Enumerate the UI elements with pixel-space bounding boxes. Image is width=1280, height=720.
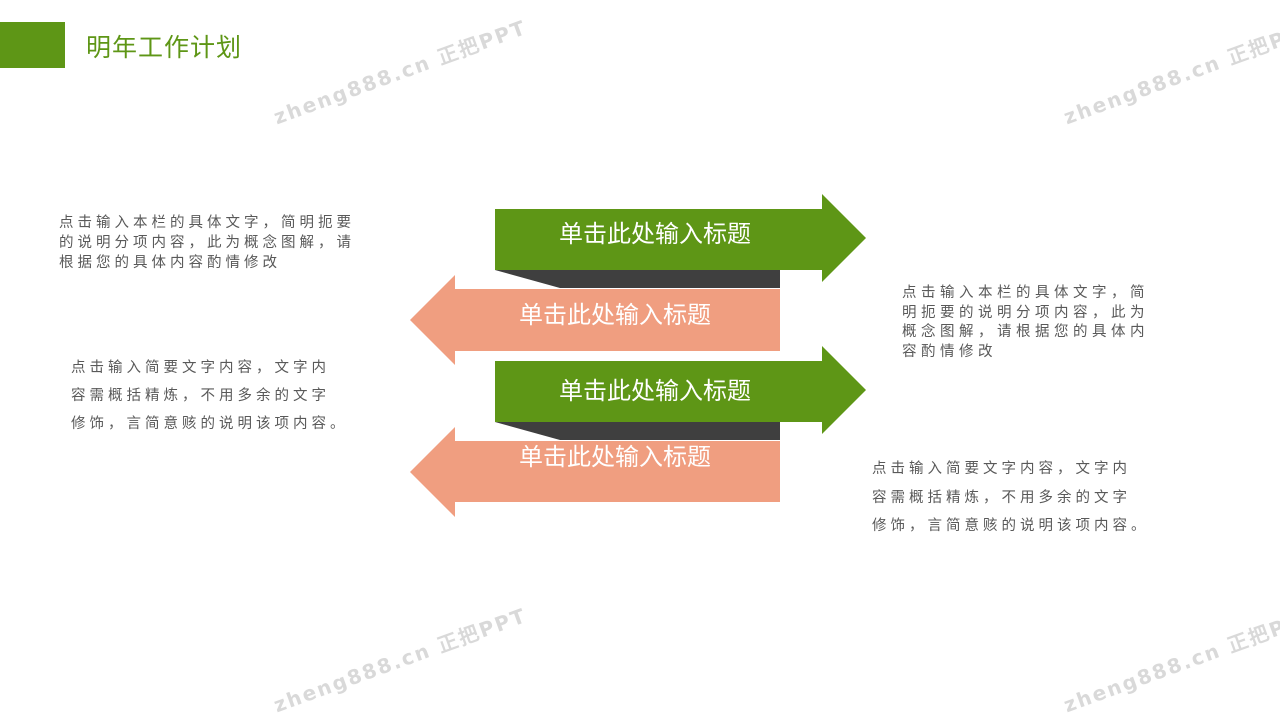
text-line: 的说明分项内容，此为概念图解，请: [59, 235, 355, 251]
arrow-title-1[interactable]: 单击此处输入标题: [559, 220, 751, 248]
text-line: 明扼要的说明分项内容，此为: [902, 304, 1149, 321]
left-arrow-2[interactable]: [410, 275, 780, 365]
arrow-title-3[interactable]: 单击此处输入标题: [559, 377, 751, 405]
text-line: 容需概括精炼，不用多余的文字: [872, 489, 1131, 506]
text-line: 容酌情修改: [902, 343, 997, 360]
text-line: 修饰，言简意赅的说明该项内容。: [872, 518, 1150, 534]
text-line: 修饰，言简意赅的说明该项内容。: [71, 416, 349, 432]
text-block-right-top[interactable]: 点击输入本栏的具体文字，简 明扼要的说明分项内容，此为 概念图解，请根据您的具体…: [902, 284, 1149, 362]
text-line: 点击输入本栏的具体文字，简明扼要: [59, 215, 355, 231]
page-title: 明年工作计划: [86, 33, 243, 62]
right-arrow-1[interactable]: [495, 194, 866, 282]
text-line: 概念图解，请根据您的具体内: [902, 324, 1149, 340]
text-line: 点击输入简要文字内容，文字内: [71, 360, 330, 376]
arrow-shadow: [495, 270, 780, 288]
text-block-left-top[interactable]: 点击输入本栏的具体文字，简明扼要 的说明分项内容，此为概念图解，请 根据您的具体…: [59, 213, 355, 273]
title-accent-bar: [0, 22, 65, 68]
text-block-right-bottom[interactable]: 点击输入简要文字内容，文字内 容需概括精炼，不用多余的文字 修饰，言简意赅的说明…: [872, 455, 1150, 541]
text-line: 点击输入简要文字内容，文字内: [872, 461, 1131, 477]
text-line: 根据您的具体内容酌情修改: [59, 255, 281, 271]
text-block-left-bottom[interactable]: 点击输入简要文字内容，文字内 容需概括精炼，不用多余的文字 修饰，言简意赅的说明…: [71, 354, 349, 438]
arrow-title-4[interactable]: 单击此处输入标题: [519, 443, 711, 471]
arrow-shadow: [495, 422, 780, 440]
arrow-title-2[interactable]: 单击此处输入标题: [519, 301, 711, 329]
text-line: 点击输入本栏的具体文字，简: [902, 285, 1149, 301]
text-line: 容需概括精炼，不用多余的文字: [71, 388, 330, 404]
right-arrow-3[interactable]: [495, 346, 866, 434]
left-arrow-4[interactable]: [410, 427, 780, 517]
